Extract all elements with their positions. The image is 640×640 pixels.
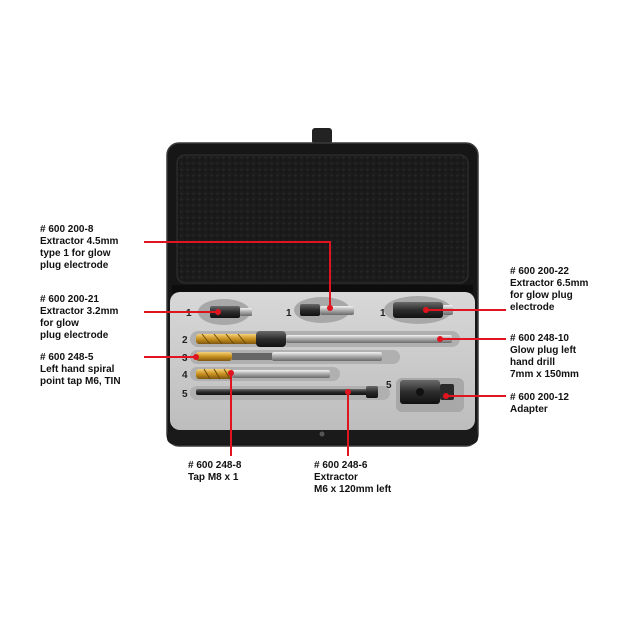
callout-extractor-3-2: # 600 200-21 Extractor 3.2mm for glow pl… [40, 294, 118, 342]
tool-spiral-tap [196, 352, 382, 361]
slot-number: 2 [182, 335, 188, 346]
callout-line: electrode [510, 302, 555, 313]
leader-dot [423, 307, 429, 313]
callout-line: point tap M6, TIN [40, 376, 121, 387]
slot-number: 5 [182, 389, 188, 400]
leader-dot [193, 354, 199, 360]
case-lid-hinge [172, 285, 473, 293]
tool-extractor-3-2 [210, 306, 252, 318]
callout-extractor-4-5: # 600 200-8 Extractor 4.5mm type 1 for g… [40, 224, 118, 272]
callout-line: Tap M8 x 1 [188, 472, 239, 483]
callout-left-hand-drill: # 600 248-10 Glow plug left hand drill 7… [510, 333, 579, 381]
slot-number: 4 [182, 370, 188, 381]
slot-number: 3 [182, 353, 188, 364]
callout-line: # 600 200-8 [40, 224, 94, 235]
callout-line: # 600 200-22 [510, 266, 569, 277]
tool-extractor-m6 [196, 386, 378, 398]
callout-leaders [144, 241, 506, 456]
callout-line: Adapter [510, 404, 548, 415]
callout-line: # 600 248-8 [188, 460, 242, 471]
callout-line: Extractor [314, 472, 358, 483]
callout-line: for glow plug [510, 290, 573, 301]
leader-extractor-4-5 [144, 241, 331, 308]
tools [196, 302, 454, 404]
leader-dot [345, 389, 351, 395]
callout-extractor-6-5: # 600 200-22 Extractor 6.5mm for glow pl… [510, 266, 588, 314]
callout-line: plug electrode [40, 260, 109, 271]
callout-line: for glow [40, 318, 79, 329]
callout-line: 7mm x 150mm [510, 369, 579, 380]
callout-adapter: # 600 200-12 Adapter [510, 392, 569, 416]
callout-line: Extractor 3.2mm [40, 306, 119, 317]
callout-spiral-tap: # 600 248-5 Left hand spiral point tap M… [40, 352, 121, 388]
callout-line: hand drill [510, 357, 555, 368]
callout-line: type 1 for glow [40, 248, 111, 259]
leader-dot [437, 336, 443, 342]
callout-line: # 600 248-10 [510, 333, 569, 344]
callout-line: plug electrode [40, 330, 109, 341]
case-hinge-pin [319, 431, 325, 437]
leader-dot [215, 309, 221, 315]
slot-number: 1 [186, 308, 192, 319]
callout-line: Extractor 6.5mm [510, 278, 589, 289]
callout-extractor-m6: # 600 248-6 Extractor M6 x 120mm left [314, 460, 391, 496]
slot-numbers: 1 1 1 2 3 4 5 5 [182, 308, 392, 400]
callout-line: Glow plug left [510, 345, 577, 356]
callout-line: Extractor 4.5mm [40, 236, 119, 247]
tool-left-hand-drill [196, 331, 452, 347]
case [166, 128, 479, 447]
callout-line: # 600 200-21 [40, 294, 99, 305]
callout-line: # 600 248-6 [314, 460, 368, 471]
callout-line: # 600 200-12 [510, 392, 569, 403]
case-lid-foam [176, 154, 469, 284]
leader-dot [327, 305, 333, 311]
callout-tap-m8: # 600 248-8 Tap M8 x 1 [188, 460, 241, 484]
callout-dots [193, 305, 449, 399]
callout-line: # 600 248-5 [40, 352, 94, 363]
callout-line: M6 x 120mm left [314, 484, 392, 495]
case-latch [312, 128, 332, 144]
slot-number: 1 [286, 308, 292, 319]
case-bottom-rim [167, 430, 478, 444]
tool-tap-m8 [196, 368, 330, 380]
slot-number: 1 [380, 308, 386, 319]
leader-dot [228, 370, 234, 376]
leader-dot [443, 393, 449, 399]
callout-line: Left hand spiral [40, 364, 115, 375]
slot-number: 5 [386, 380, 392, 391]
